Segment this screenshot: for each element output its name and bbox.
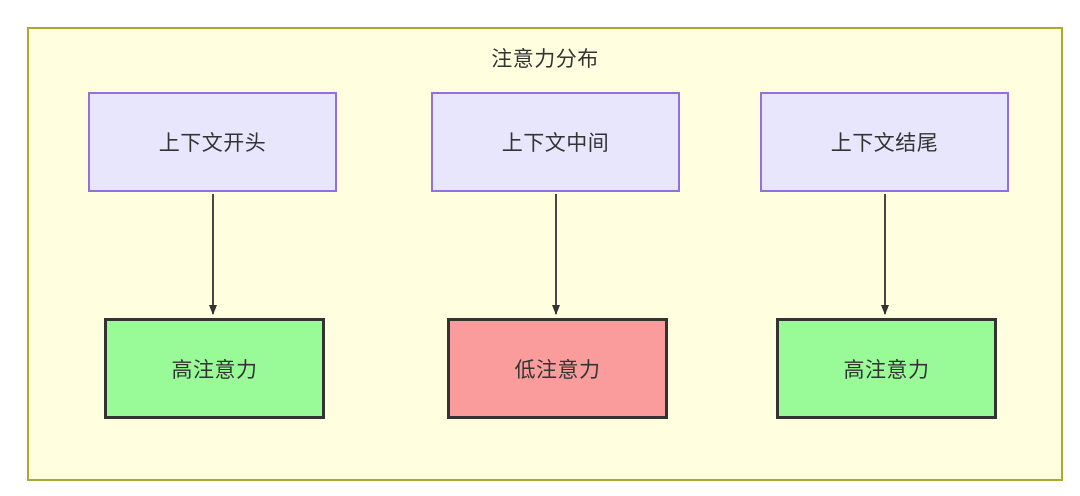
node-label: 上下文中间 <box>501 132 610 155</box>
node-low-attention-middle[interactable]: 低注意力 <box>447 318 668 419</box>
node-label: 高注意力 <box>171 358 258 382</box>
node-context-middle[interactable]: 上下文中间 <box>431 92 680 192</box>
node-label: 上下文结尾 <box>830 132 939 155</box>
node-label: 高注意力 <box>843 358 930 382</box>
diagram-title: 注意力分布 <box>491 48 599 71</box>
node-label: 上下文开头 <box>158 132 267 155</box>
node-high-attention-end[interactable]: 高注意力 <box>776 318 997 419</box>
node-high-attention-start[interactable]: 高注意力 <box>104 318 325 419</box>
node-context-end[interactable]: 上下文结尾 <box>760 92 1009 192</box>
node-context-start[interactable]: 上下文开头 <box>88 92 337 192</box>
node-label: 低注意力 <box>514 358 601 382</box>
